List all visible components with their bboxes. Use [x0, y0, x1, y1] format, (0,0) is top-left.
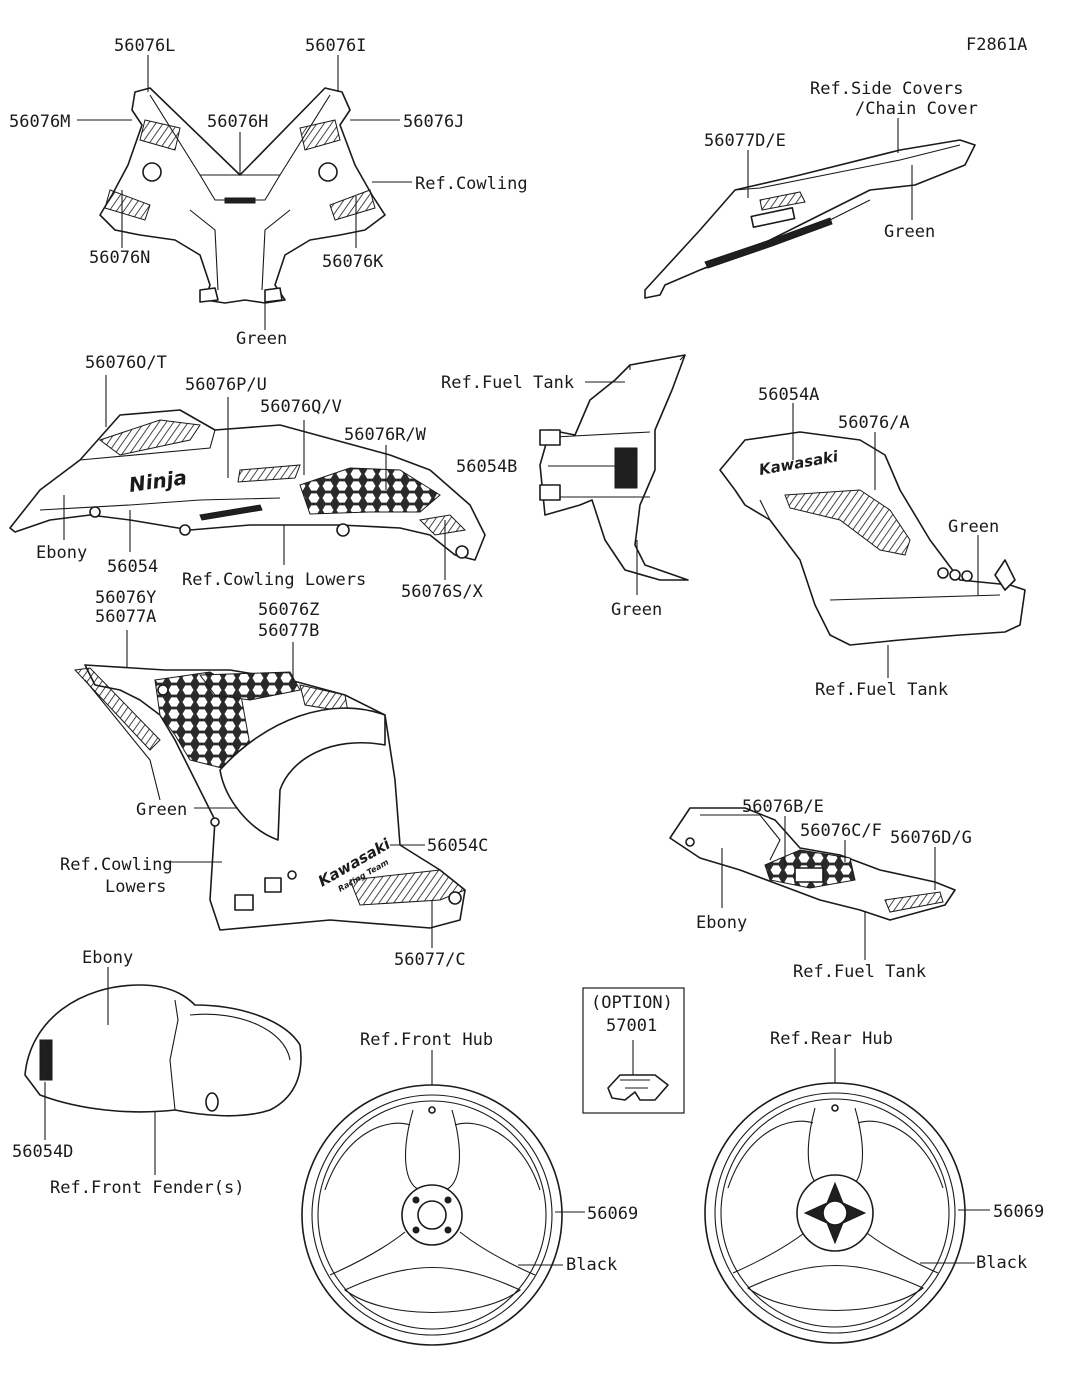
front-fender-illustration [24, 984, 302, 1117]
label-option: (OPTION) [591, 993, 673, 1013]
label-ebony-tank: Ebony [696, 913, 747, 933]
label-green-tank-side: Green [948, 517, 999, 537]
label-56076OT: 56076O/T [85, 353, 167, 373]
label-56054B: 56054B [456, 457, 517, 477]
label-56076L: 56076L [114, 36, 175, 56]
label-56076I: 56076I [305, 36, 366, 56]
leader-lines-front-wheel [431, 1050, 585, 1266]
label-56076BE: 56076B/E [742, 797, 824, 817]
label-56069-rear: 56069 [993, 1202, 1044, 1222]
label-56076H: 56076H [207, 112, 268, 132]
label-black-rear: Black [976, 1253, 1027, 1273]
label-ebony-side: Ebony [36, 543, 87, 563]
label-56076DG: 56076D/G [890, 828, 972, 848]
label-56077A: 56077A [95, 607, 156, 627]
label-56077DE: 56077D/E [704, 131, 786, 151]
label-ref-fuel-tank-top: Ref.Fuel Tank [441, 373, 574, 393]
label-56054A: 56054A [758, 385, 819, 405]
label-56076M: 56076M [9, 112, 70, 132]
leader-lines-rear-wheel [834, 1048, 990, 1264]
label-56054C: 56054C [427, 836, 488, 856]
upper-cowling-illustration [99, 87, 386, 304]
label-56054D: 56054D [12, 1142, 73, 1162]
fuel-tank-front-illustration [539, 354, 689, 581]
label-black-front: Black [566, 1255, 617, 1275]
label-ref-cowling-lowers: Ref.Cowling Lowers [182, 570, 366, 590]
rear-wheel-illustration [704, 1082, 966, 1344]
label-56077B: 56077B [258, 621, 319, 641]
leader-lines-fuel-tank-top [721, 816, 936, 960]
label-ref-front-fender: Ref.Front Fender(s) [50, 1178, 244, 1198]
leader-lines-fuel-tank-front [548, 381, 638, 595]
label-green-lower: Green [136, 800, 187, 820]
lower-cowling-illustration: Kawasaki Racing Team [73, 664, 466, 931]
label-56076Y: 56076Y [95, 588, 156, 608]
leader-lines-upper-cowling [77, 55, 412, 330]
label-ref-fuel-tank-bottom: Ref.Fuel Tank [793, 962, 926, 982]
label-56076K: 56076K [322, 252, 384, 272]
label-56076RW: 56076R/W [344, 425, 427, 445]
label-ref-side-covers: Ref.Side Covers [810, 79, 964, 99]
fuel-tank-top-illustration [669, 807, 956, 921]
label-ebony-fender: Ebony [82, 948, 133, 968]
option-box [582, 987, 685, 1114]
label-56077C: 56077/C [394, 950, 466, 970]
leader-lines-side-cover [747, 118, 913, 220]
label-ref-fuel-tank-side: Ref.Fuel Tank [815, 680, 948, 700]
label-ref-cowling-lowers-a: Ref.Cowling [60, 855, 173, 875]
fuel-tank-side-illustration: Kawasaki [719, 431, 1026, 646]
label-green-tank-front: Green [611, 600, 662, 620]
leader-lines-fuel-tank-side [792, 403, 979, 678]
label-green-tail: Green [884, 222, 935, 242]
label-ref-cowling: Ref.Cowling [415, 174, 528, 194]
label-56076N: 56076N [89, 248, 150, 268]
label-56076Z: 56076Z [258, 600, 319, 620]
side-cover-illustration [644, 139, 976, 299]
label-ref-rear-hub: Ref.Rear Hub [770, 1029, 893, 1049]
leader-lines-front-fender [44, 967, 156, 1175]
label-56076QV: 56076Q/V [260, 397, 342, 417]
label-56076J: 56076J [403, 112, 464, 132]
label-green-cowling: Green [236, 329, 287, 349]
leader-lines-lower-cowling [126, 630, 433, 948]
label-56069-front: 56069 [587, 1204, 638, 1224]
label-56076PU: 56076P/U [185, 375, 267, 395]
label-56076A: 56076/A [838, 413, 910, 433]
label-chain-cover: /Chain Cover [855, 99, 978, 119]
front-wheel-illustration [301, 1084, 563, 1346]
label-57001: 57001 [606, 1016, 657, 1036]
figure-code: F2861A [966, 35, 1027, 55]
label-ref-cowling-lowers-b: Lowers [105, 877, 166, 897]
label-56076SX: 56076S/X [401, 582, 484, 602]
label-56076CF: 56076C/F [800, 821, 882, 841]
side-fairing-illustration: Ninja [9, 409, 486, 561]
label-56054: 56054 [107, 557, 158, 577]
leader-lines-side-fairing [63, 375, 446, 580]
label-ref-front-hub: Ref.Front Hub [360, 1030, 493, 1050]
